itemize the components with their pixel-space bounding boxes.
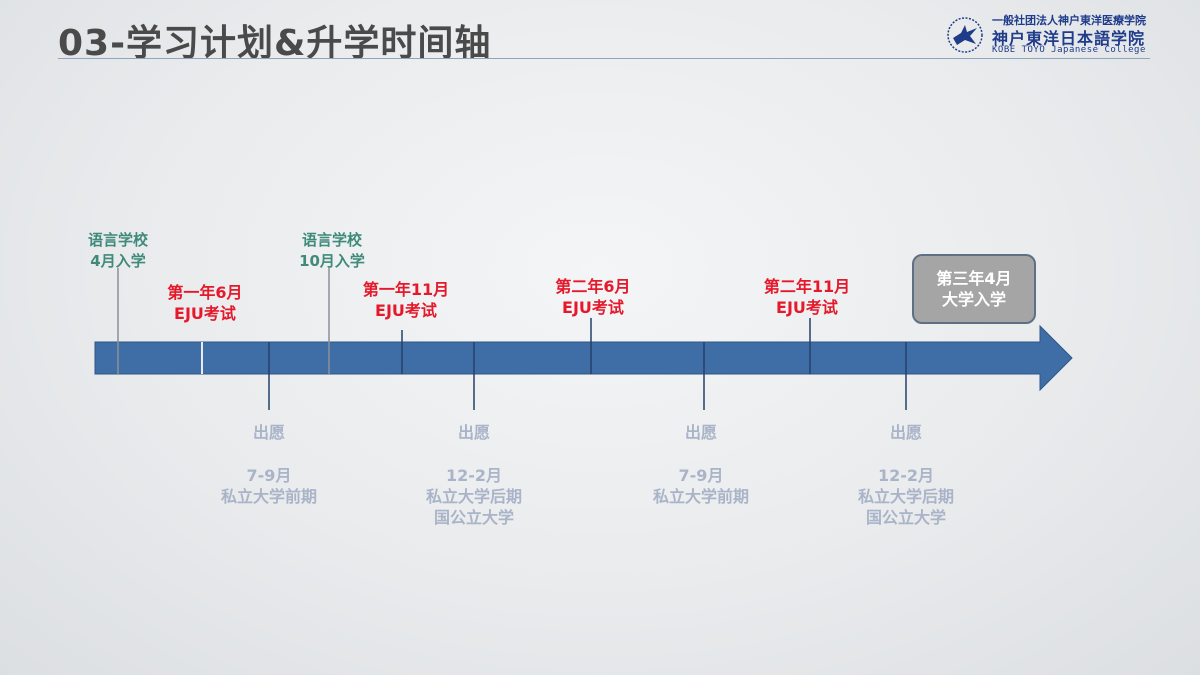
final-goal-line2: 大学入学 (941, 290, 1006, 309)
eju-exam-line1: 第二年11月 (763, 277, 851, 296)
eju-exam-line1: 第一年11月 (362, 280, 450, 299)
application-period: 7-9月 (246, 466, 292, 485)
school-entry-line1: 语言学校 (87, 231, 148, 249)
university-entry-box: 第三年4月 大学入学 (912, 254, 1036, 324)
application-period: 12-2月 (877, 466, 935, 485)
eju-exam-line1: 第二年6月 (555, 277, 631, 296)
logo-school-name: 神户東洋日本語学院 (992, 29, 1146, 48)
timeline-arrow (94, 324, 1073, 392)
eju-exam-line2: EJU考试 (375, 301, 437, 320)
logo-english-name: KOBE TOYO Japanese College (992, 45, 1146, 55)
application-label: 出愿 12-2月 私立大学后期 国公立大学 (836, 422, 976, 528)
application-target: 国公立大学 (865, 508, 946, 527)
title-divider (58, 58, 1150, 59)
application-period: 7-9月 (678, 466, 724, 485)
school-entry-label: 语言学校 10月入学 (289, 230, 375, 272)
application-label: 出愿 7-9月 私立大学前期 (631, 422, 771, 507)
eju-exam-line2: EJU考试 (776, 298, 838, 317)
application-target: 私立大学前期 (220, 487, 317, 506)
application-heading: 出愿 (684, 423, 717, 442)
school-entry-line2: 10月入学 (299, 252, 365, 270)
application-heading: 出愿 (889, 423, 922, 442)
school-entry-line1: 语言学校 (301, 231, 362, 249)
eju-exam-label: 第二年11月 EJU考试 (751, 276, 863, 318)
school-entry-line2: 4月入学 (90, 252, 146, 270)
application-period: 12-2月 (445, 466, 503, 485)
school-entry-label: 语言学校 4月入学 (78, 230, 158, 272)
application-heading: 出愿 (252, 423, 285, 442)
eju-exam-label: 第二年6月 EJU考试 (541, 276, 645, 318)
eju-exam-label: 第一年11月 EJU考试 (352, 279, 460, 321)
application-label: 出愿 12-2月 私立大学后期 国公立大学 (404, 422, 544, 528)
application-target: 私立大学后期 (425, 487, 522, 506)
final-goal-line1: 第三年4月 (936, 269, 1012, 288)
eju-exam-line1: 第一年6月 (167, 283, 243, 302)
eju-exam-label: 第一年6月 EJU考试 (155, 282, 255, 324)
logo-org-name: 一般社团法人神户東洋医療学院 (992, 14, 1146, 27)
application-target: 国公立大学 (433, 508, 514, 527)
eju-exam-line2: EJU考试 (562, 298, 624, 317)
application-target: 私立大学前期 (652, 487, 749, 506)
application-label: 出愿 7-9月 私立大学前期 (199, 422, 339, 507)
page-title: 03-学习计划&升学时间轴 (58, 23, 492, 64)
application-heading: 出愿 (457, 423, 490, 442)
school-logo: 一般社团法人神户東洋医療学院 神户東洋日本語学院 KOBE TOYO Japan… (946, 12, 1156, 56)
eju-exam-line2: EJU考试 (174, 304, 236, 323)
crane-emblem-icon (947, 17, 983, 53)
application-target: 私立大学后期 (857, 487, 954, 506)
